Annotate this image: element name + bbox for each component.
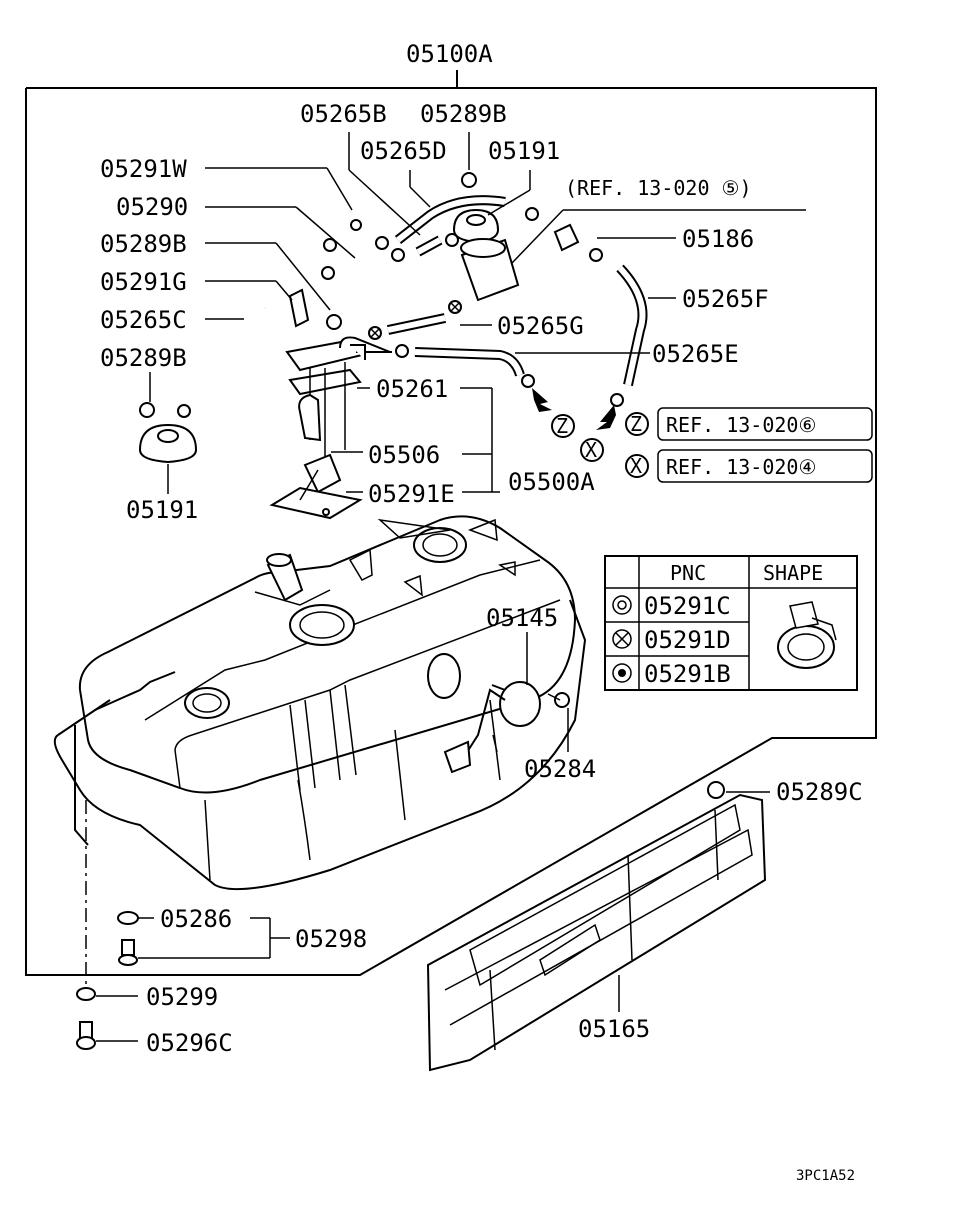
table-pnc-row-2: 05291D [644,626,731,654]
label-05289C: 05289C [776,778,863,806]
label-05506: 05506 [368,441,440,469]
marker-z-left: Z [556,414,568,438]
ref-box-x-text: REF. 13-020④ [666,455,816,479]
label-05145: 05145 [486,604,558,632]
label-05165: 05165 [578,1015,650,1043]
ref-box-marker-x: X [630,454,642,478]
leader-lines [96,132,806,1042]
table-pnc-row-1: 05291C [644,592,731,620]
label-05291G: 05291G [100,268,187,296]
double-circle-symbol [612,595,632,615]
table-pnc-row-3: 05291B [644,660,731,688]
figure-code: 3PC1A52 [796,1168,855,1184]
fuel-pump-assembly [269,336,391,520]
hose-clamp-icon [777,601,837,669]
label-05286: 05286 [160,905,232,933]
hoses-and-fittings [138,172,725,799]
mounting-hardware [76,800,139,1050]
label-05265D: 05265D [360,137,447,165]
label-05265C: 05265C [100,306,187,334]
pnc-shape-table: PNC SHAPE 05291C 05291D 05291B [604,555,858,691]
table-header-shape: SHAPE [763,561,823,585]
label-05500A: 05500A [508,468,595,496]
ref-box-z-text: REF. 13-020⑥ [666,413,816,437]
label-05191-top: 05191 [488,137,560,165]
label-05291E: 05291E [368,480,455,508]
direction-arrows [532,388,616,430]
assembly-frame [25,70,877,976]
reference-markers: Z X Z REF. 13-020⑥ X REF. 13-020④ [551,407,873,483]
label-05289B-left: 05289B [100,230,187,258]
heat-shield [426,793,767,1072]
label-05289B-low: 05289B [100,344,187,372]
label-05265E: 05265E [652,340,739,368]
label-05186: 05186 [682,225,754,253]
label-05265B: 05265B [300,100,387,128]
table-header-pnc: PNC [670,561,706,585]
marker-x-left: X [585,438,597,462]
label-05290: 05290 [116,193,188,221]
label-05284: 05284 [524,755,596,783]
label-05265G: 05265G [497,312,584,340]
dotted-circle-symbol [612,663,632,683]
part-number-labels: 05100A 05265B 05289B 05265D 05191 05291W… [100,40,863,1184]
label-05299: 05299 [146,983,218,1011]
label-05298: 05298 [295,925,367,953]
label-05291W: 05291W [100,155,187,183]
ref-box-marker-z: Z [630,412,642,436]
ref-note: (REF. 13-020 ⑤) [565,176,752,200]
label-05261: 05261 [376,375,448,403]
label-05191-left: 05191 [126,496,198,524]
label-05296C: 05296C [146,1029,233,1057]
label-05265F: 05265F [682,285,769,313]
crossed-circle-symbol [612,629,632,649]
fuel-tank [53,515,587,891]
label-05289B-top: 05289B [420,100,507,128]
label-05100A: 05100A [406,40,493,68]
